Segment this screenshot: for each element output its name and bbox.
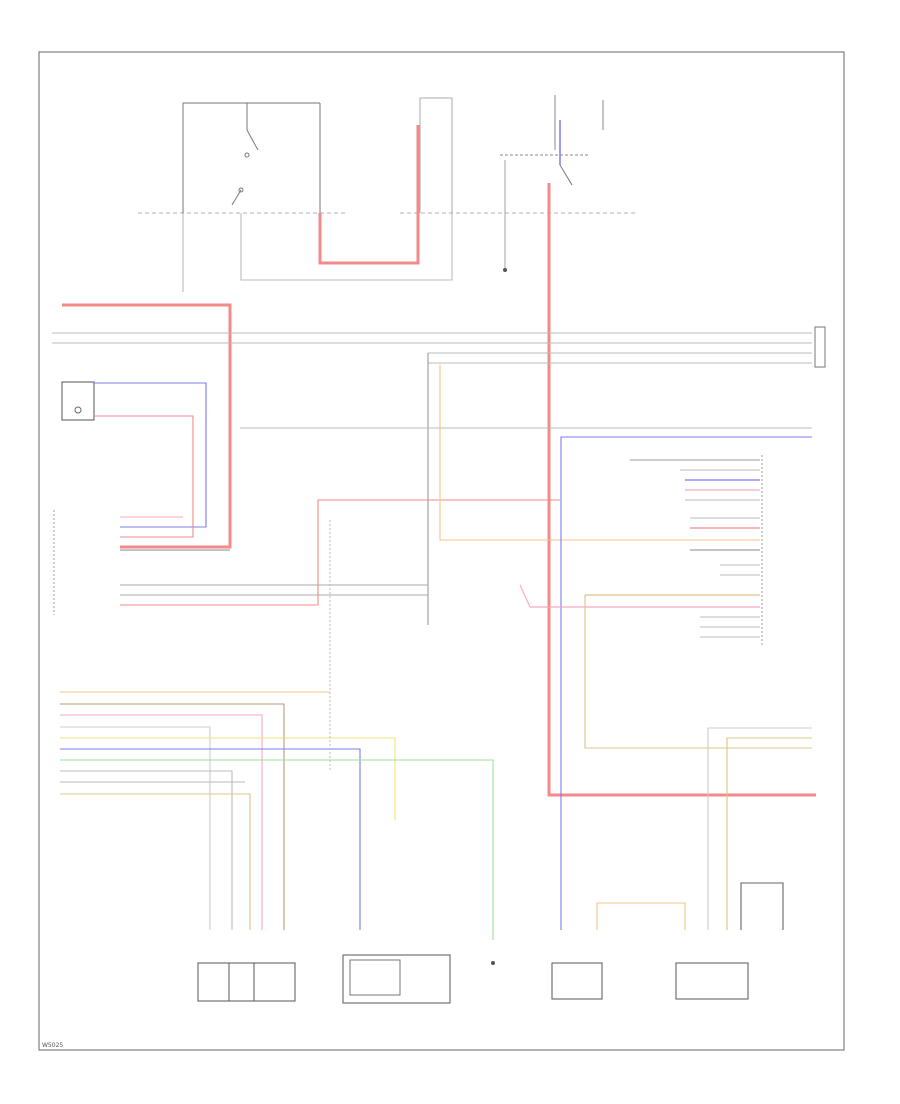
wire-red-main bbox=[547, 183, 816, 797]
right-connector-bracket bbox=[814, 326, 826, 368]
left-sensor bbox=[61, 381, 95, 421]
wire-gray-b bbox=[240, 213, 453, 281]
wire-red-left bbox=[62, 303, 232, 549]
wire-red-top bbox=[318, 125, 420, 265]
cruise-switch-component bbox=[551, 962, 603, 1000]
accel-position-component bbox=[675, 962, 749, 1000]
wire-orange-center bbox=[439, 365, 760, 541]
wire-ground-right bbox=[740, 882, 784, 930]
top-left-relay-box bbox=[182, 102, 321, 213]
page-code: W5025 bbox=[42, 1042, 63, 1049]
wire-gray-lower bbox=[707, 727, 812, 930]
hot-start-switch bbox=[500, 95, 604, 186]
wire-blue-main bbox=[560, 436, 812, 930]
wire-pink-jog bbox=[519, 584, 531, 608]
wire-red-605 bbox=[120, 499, 560, 606]
shift-position-switch-component bbox=[197, 962, 296, 1002]
wire-orange-vss bbox=[596, 902, 686, 930]
wire-tan-lower bbox=[726, 737, 812, 930]
ground-point-top bbox=[503, 268, 507, 272]
lower-harness bbox=[60, 520, 494, 940]
hot-on-fuse bbox=[419, 97, 453, 213]
steering-sensor-component bbox=[342, 954, 451, 1004]
body-control-connector bbox=[530, 455, 763, 645]
wire-tan-right bbox=[584, 595, 812, 749]
diagram-border bbox=[38, 51, 845, 1051]
ground-point-a bbox=[491, 961, 495, 965]
wire-red-sensor bbox=[94, 415, 194, 538]
wire-blue-sensor bbox=[94, 382, 207, 528]
